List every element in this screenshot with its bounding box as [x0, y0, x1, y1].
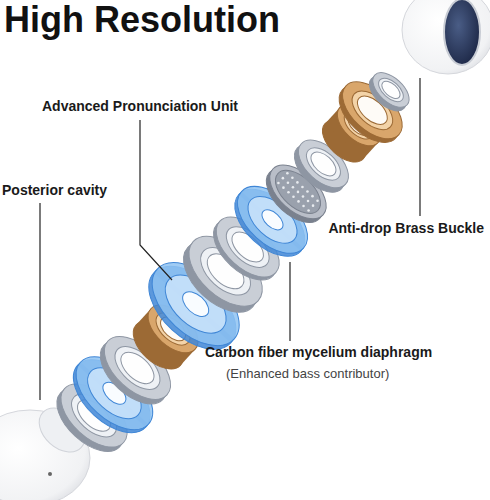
- component-shape: [291, 177, 294, 180]
- component-shape: [297, 191, 300, 194]
- component-shape: [277, 182, 280, 185]
- component-shape: [297, 200, 300, 203]
- component-shape: [307, 209, 310, 212]
- part-label: Advanced Pronunciation Unit: [42, 98, 238, 115]
- component-shape: [312, 204, 315, 207]
- component-shape: [302, 205, 305, 208]
- earbud-head: [402, 0, 490, 74]
- component-shape: [307, 200, 310, 203]
- component-shape: [286, 172, 289, 175]
- part-label: (Enhanced bass contributor): [226, 366, 389, 382]
- component-shape: [316, 199, 319, 202]
- component-shape: [292, 186, 295, 189]
- component-shape: [292, 196, 295, 199]
- part-label: Anti-drop Brass Buckle: [328, 220, 484, 237]
- part-label: Carbon fiber mycelium diaphragm: [205, 344, 432, 361]
- exploded-components: [46, 66, 416, 463]
- component-shape: [287, 181, 290, 184]
- component-shape: [306, 190, 309, 193]
- component-shape: [367, 66, 416, 113]
- component-shape: [301, 186, 304, 189]
- component-shape: [282, 186, 285, 189]
- component-shape: [296, 181, 299, 184]
- diagram-title: High Resolution: [4, 0, 280, 40]
- component-shape: [379, 78, 403, 102]
- component-shape: [311, 195, 314, 198]
- component-shape: [302, 195, 305, 198]
- component-shape: [282, 177, 285, 180]
- component-shape: [374, 74, 407, 106]
- component-shape: [287, 191, 290, 194]
- part-label: Posterior cavity: [2, 182, 107, 199]
